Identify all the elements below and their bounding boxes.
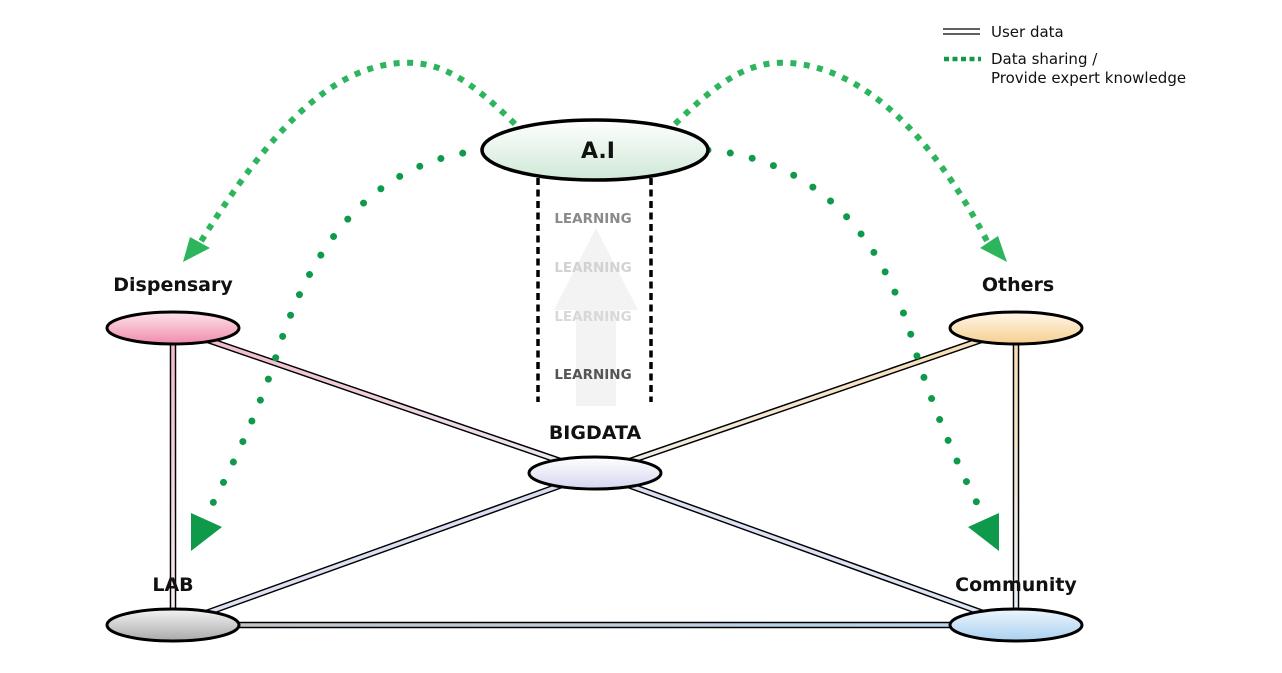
node-others[interactable]: Others: [948, 274, 1084, 346]
legend-label-user-data: User data: [991, 23, 1064, 41]
connection-lab-bigdata: [171, 469, 597, 629]
node-ai-ellipse[interactable]: [480, 118, 710, 182]
nodes: A.I Dispensary Others BIGDATA LAB Commun…: [105, 118, 1084, 643]
node-lab-label: LAB: [152, 574, 193, 596]
legend-label-expert-knowledge: Provide expert knowledge: [991, 69, 1186, 87]
node-bigdata[interactable]: BIGDATA: [527, 422, 663, 491]
connection-fill: [172, 326, 596, 475]
legend-item-data-sharing: Data sharing / Provide expert knowledge: [944, 50, 1186, 87]
node-dispensary[interactable]: Dispensary: [105, 274, 241, 346]
learning-label: LEARNING: [554, 260, 631, 276]
arrowhead-dispensary-icon: [183, 237, 210, 262]
learning-label: LEARNING: [554, 211, 631, 227]
sharing-arc-ai-to-community: [704, 146, 982, 509]
legend: User data Data sharing / Provide expert …: [943, 23, 1186, 87]
user-data-connections: [169, 324, 1020, 629]
node-lab[interactable]: LAB: [105, 574, 241, 643]
node-community[interactable]: Community: [948, 574, 1084, 643]
node-bigdata-ellipse[interactable]: [527, 455, 663, 491]
node-community-ellipse[interactable]: [948, 607, 1084, 643]
connection-fill: [594, 326, 1017, 475]
data-sharing-arrows: [183, 59, 1007, 551]
connection-bigdata-community: [593, 469, 1018, 629]
legend-item-user-data: User data: [943, 23, 1064, 41]
learning-section: LEARNING LEARNING LEARNING LEARNING: [536, 178, 653, 406]
connection-fill: [172, 471, 596, 627]
node-ai[interactable]: A.I: [480, 118, 710, 182]
arrowhead-others-icon: [980, 236, 1007, 262]
node-community-label: Community: [955, 574, 1077, 596]
node-bigdata-label: BIGDATA: [549, 422, 642, 444]
connection-fill: [594, 471, 1017, 627]
sharing-arc-ai-to-lab: [208, 146, 489, 509]
node-others-ellipse[interactable]: [948, 310, 1084, 346]
arrowhead-community-icon: [968, 513, 999, 551]
arrowhead-lab-icon: [191, 513, 222, 551]
sharing-arc-ai-to-others: [672, 59, 991, 245]
sharing-arc-ai-to-dispensary: [197, 59, 518, 245]
node-ai-label: A.I: [581, 139, 615, 164]
learning-arrow-icon: [554, 228, 638, 406]
node-lab-ellipse[interactable]: [105, 607, 241, 643]
node-dispensary-ellipse[interactable]: [105, 310, 241, 346]
learning-label: LEARNING: [554, 309, 631, 325]
learning-label: LEARNING: [554, 367, 631, 383]
legend-label-data-sharing: Data sharing /: [991, 50, 1098, 68]
node-others-label: Others: [982, 274, 1054, 296]
connection-dispensary-bigdata: [171, 324, 597, 477]
node-dispensary-label: Dispensary: [113, 274, 233, 296]
connection-others-bigdata: [593, 324, 1018, 477]
